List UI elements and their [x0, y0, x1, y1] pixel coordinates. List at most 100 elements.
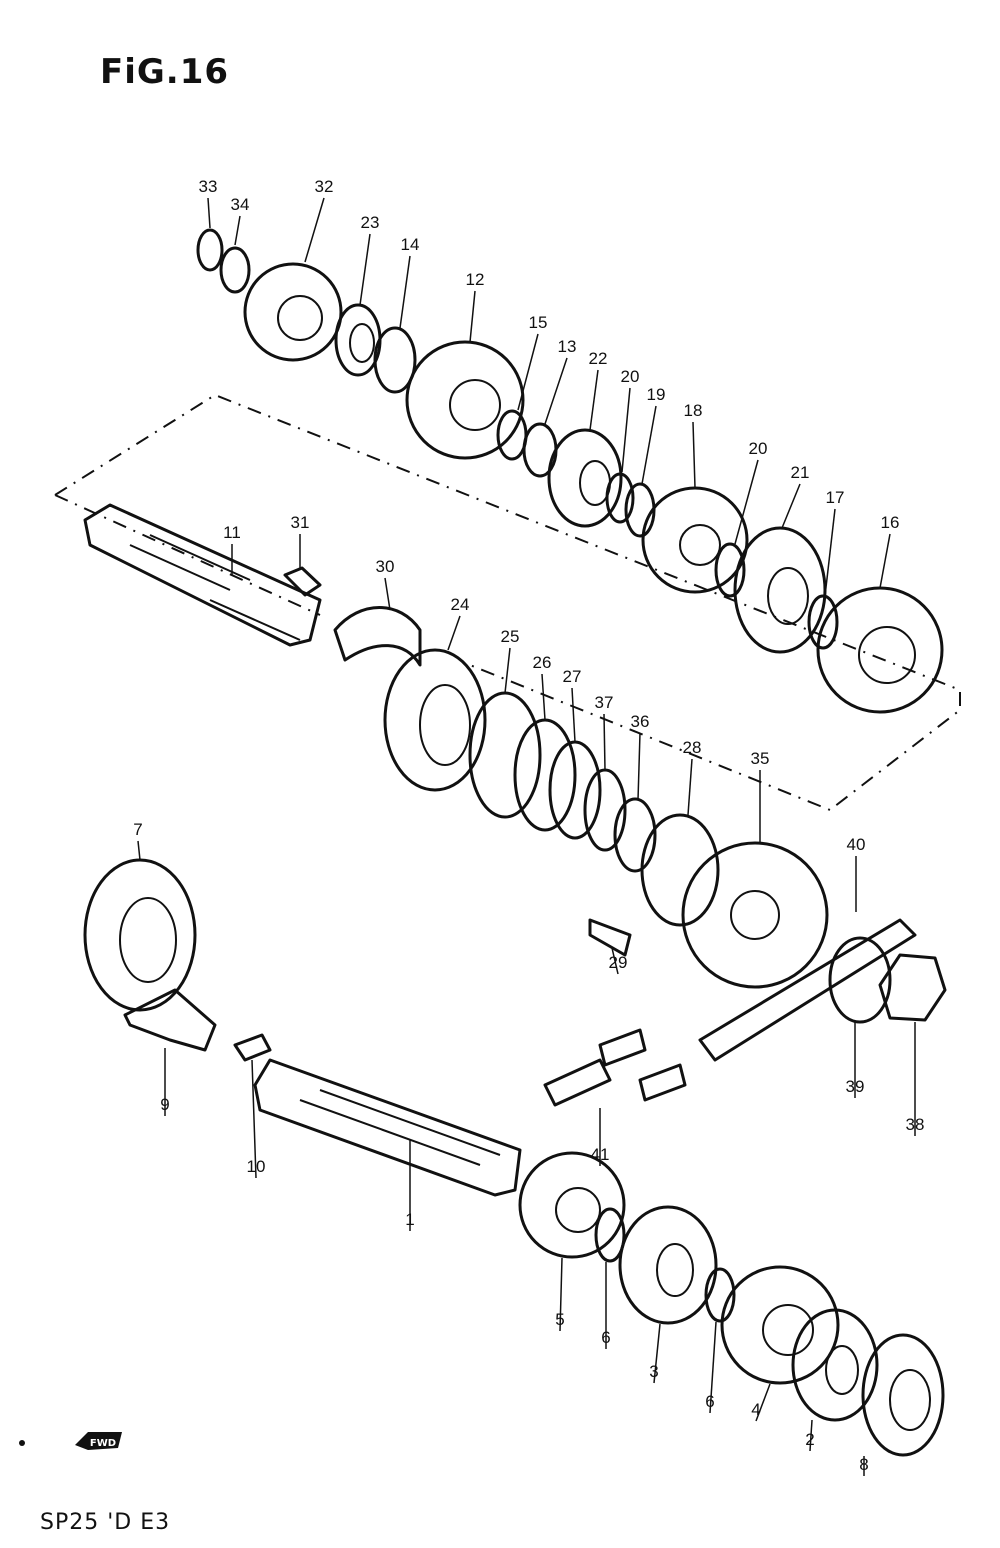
nut-38 — [878, 953, 947, 1022]
callout-23: 23 — [359, 213, 379, 306]
callout-6b: 6 — [705, 1321, 717, 1414]
callout-label: 16 — [881, 513, 900, 532]
gear-2 — [791, 1308, 879, 1422]
circlip-6-upper — [594, 1207, 626, 1263]
callout-label: 36 — [631, 712, 650, 731]
leader-line — [304, 197, 325, 263]
leader-line — [544, 357, 568, 425]
leader-line — [603, 713, 606, 771]
seal-25 — [468, 691, 542, 819]
callout-label: 39 — [846, 1077, 865, 1096]
gear-18 — [641, 486, 749, 594]
gear-3 — [618, 1205, 718, 1325]
gear-16 — [816, 586, 944, 714]
callout-9: 9 — [160, 1048, 170, 1116]
retainer-9 — [123, 988, 217, 1052]
callout-label: 6 — [601, 1328, 610, 1347]
callout-label: 18 — [684, 401, 703, 420]
callout-label: 20 — [749, 439, 768, 458]
callout-label: 6 — [705, 1392, 714, 1411]
callout-37: 37 — [595, 693, 613, 771]
callout-label: 12 — [466, 270, 485, 289]
bearing-23 — [334, 303, 382, 377]
callout-34: 34 — [231, 195, 249, 246]
callout-label: 8 — [859, 1455, 868, 1474]
leader-line — [824, 508, 836, 597]
callout-label: 5 — [555, 1310, 564, 1329]
seal-26 — [513, 718, 577, 832]
washer-14 — [373, 326, 417, 394]
callout-22: 22 — [589, 349, 608, 431]
countershaft-11 — [83, 503, 322, 647]
bolt-29 — [588, 918, 632, 957]
callout-17: 17 — [824, 488, 844, 597]
plate-30 — [333, 606, 422, 667]
lock-washer-39 — [828, 936, 892, 1024]
leader-line — [781, 483, 801, 529]
callout-36: 36 — [631, 712, 650, 801]
callout-11: 11 — [223, 523, 241, 575]
leader-line — [234, 215, 241, 246]
callout-39: 39 — [846, 1022, 865, 1098]
callout-25: 25 — [501, 627, 520, 694]
callout-20b: 20 — [734, 439, 768, 545]
callout-26: 26 — [533, 653, 552, 721]
callout-18: 18 — [684, 401, 703, 489]
bearing-8 — [861, 1333, 945, 1457]
leader-line — [541, 673, 546, 721]
gear-5 — [518, 1151, 626, 1259]
leader-line — [653, 1323, 661, 1384]
callout-13: 13 — [544, 337, 576, 425]
callout-28: 28 — [683, 738, 701, 816]
leader-line — [571, 687, 576, 743]
callout-label: 40 — [847, 835, 866, 854]
screw-10 — [233, 1033, 272, 1062]
leader-line — [517, 333, 539, 411]
leader-line — [809, 1419, 813, 1452]
callout-14: 14 — [399, 235, 419, 329]
callout-label: 2 — [805, 1430, 814, 1449]
callout-label: 30 — [376, 557, 395, 576]
leader-line — [637, 732, 641, 801]
callout-label: 15 — [529, 313, 548, 332]
callout-label: 25 — [501, 627, 520, 646]
callout-5: 5 — [555, 1257, 565, 1332]
mark-dot — [19, 1440, 25, 1446]
leader-line — [621, 387, 631, 473]
callout-12: 12 — [466, 270, 485, 343]
bolt-31 — [283, 566, 322, 597]
callout-label: 29 — [609, 953, 628, 972]
callout-label: 11 — [223, 523, 241, 542]
leader-line — [879, 533, 891, 589]
callout-label: 21 — [791, 463, 810, 482]
callout-label: 1 — [405, 1210, 414, 1229]
diagram-code: SP25 'D E3 — [40, 1510, 171, 1535]
callout-label: 26 — [533, 653, 552, 672]
spacer-36 — [613, 797, 657, 873]
callout-label: 27 — [563, 667, 582, 686]
callout-10: 10 — [247, 1059, 266, 1179]
gear-4 — [720, 1265, 840, 1385]
circlip-6-lower — [704, 1267, 736, 1323]
washer-17 — [807, 594, 839, 650]
callout-label: 22 — [589, 349, 608, 368]
callout-label: 33 — [199, 177, 218, 196]
callout-6a: 6 — [601, 1262, 611, 1349]
callout-label: 41 — [591, 1145, 610, 1164]
callout-29: 29 — [609, 947, 628, 975]
callout-27: 27 — [563, 667, 582, 743]
callout-3: 3 — [649, 1323, 661, 1384]
leader-line — [359, 233, 371, 306]
callout-21: 21 — [781, 463, 810, 529]
washer-28 — [640, 813, 720, 927]
callout-label: 24 — [451, 595, 470, 614]
callout-label: 38 — [906, 1115, 925, 1134]
circlip-33 — [196, 228, 224, 272]
callout-30: 30 — [376, 557, 395, 611]
driveshaft-1 — [253, 1058, 522, 1197]
assembly-boundary — [54, 393, 961, 812]
callout-4: 4 — [751, 1383, 771, 1422]
callout-label: 10 — [247, 1157, 266, 1176]
callout-15: 15 — [517, 313, 548, 411]
